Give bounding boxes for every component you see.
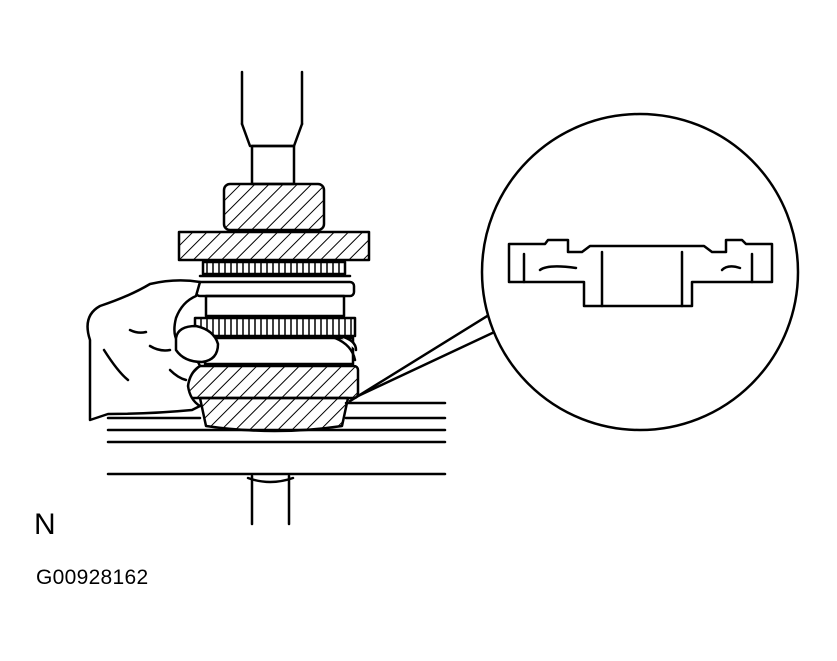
gear-body: [186, 364, 360, 400]
figure-code: G00928162: [36, 566, 149, 589]
ring-teeth-top: [198, 260, 352, 278]
callout-leader: [348, 311, 505, 403]
ring-teeth-middle: [193, 316, 357, 338]
press-ram: [240, 70, 304, 186]
bottom-shaft: [246, 474, 295, 526]
upper-hub: [222, 182, 326, 232]
detail-circle: [480, 112, 800, 432]
hub-sleeve: [194, 280, 356, 318]
press-table: [106, 401, 447, 476]
gear-teeth-bottom: [198, 396, 350, 433]
view-label: N: [34, 508, 56, 541]
hand: [86, 279, 358, 422]
press-plate: [177, 230, 371, 262]
lower-sleeve: [203, 336, 357, 366]
